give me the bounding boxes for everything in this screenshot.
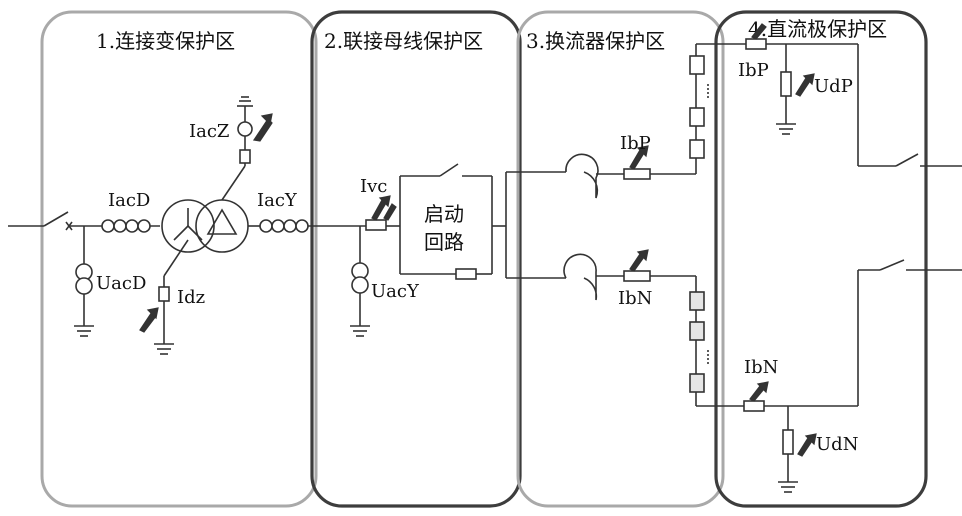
zone-1-title: 1.连接变保护区 (96, 29, 235, 53)
zone-1-box (40, 10, 318, 508)
ibP-converter-sensor (623, 145, 696, 180)
reactor-upper (565, 153, 624, 199)
zone-3-title: 3.换流器保护区 (526, 29, 665, 53)
positive-pole-breaker (857, 44, 962, 167)
iacD-current-transformer (101, 219, 151, 233)
idz-neutral-branch (154, 239, 189, 355)
iacZ-label: IacZ (189, 121, 229, 142)
zone-4-box (714, 10, 928, 508)
ibP-converter-label: IbP (620, 133, 651, 154)
reactor-lower (563, 253, 624, 301)
iacY-label: IacY (257, 190, 298, 211)
ibN-converter-label: IbN (618, 288, 652, 309)
ibP-pole-label: IbP (738, 60, 769, 81)
zone-3-box (516, 10, 725, 508)
ibN-converter-sensor (623, 249, 676, 282)
zone-4-title: 4.直流极保护区 (748, 17, 887, 41)
udP-divider (776, 44, 815, 135)
uacD-voltage-transformer (74, 226, 94, 337)
udP-label: UdP (814, 76, 853, 97)
negative-pole-breaker (857, 259, 962, 406)
startup-label: 启动 (424, 202, 464, 226)
iacD-label: IacD (108, 190, 150, 211)
startup-circuit-box (399, 163, 506, 280)
converter-transformer (161, 199, 249, 253)
ibP-pole-sensor (745, 23, 858, 50)
udN-label: UdN (816, 434, 858, 455)
iacY-current-transformer (248, 219, 366, 233)
idz-label: Idz (177, 287, 205, 308)
circuit-label: 回路 (424, 230, 464, 254)
udN-divider (778, 406, 817, 493)
upper-valve-stack (689, 43, 748, 174)
iacZ-branch (221, 96, 253, 201)
ivc-label: Ivc (360, 176, 387, 197)
ibN-pole-label: IbN (744, 357, 778, 378)
uacY-voltage-transformer (350, 226, 370, 337)
lower-valve-stack (676, 275, 744, 407)
ivc-current-sensor (365, 195, 400, 231)
uacY-label: UacY (371, 281, 420, 302)
converter-ac-bus (505, 171, 566, 279)
iacZ-light-arrow-icon (252, 113, 273, 142)
zone-2-title: 2.联接母线保护区 (324, 29, 483, 53)
uacD-label: UacD (96, 273, 146, 294)
zone-2-box (310, 10, 522, 508)
idz-light-arrow-icon (139, 307, 159, 333)
ibN-pole-sensor (743, 381, 858, 412)
